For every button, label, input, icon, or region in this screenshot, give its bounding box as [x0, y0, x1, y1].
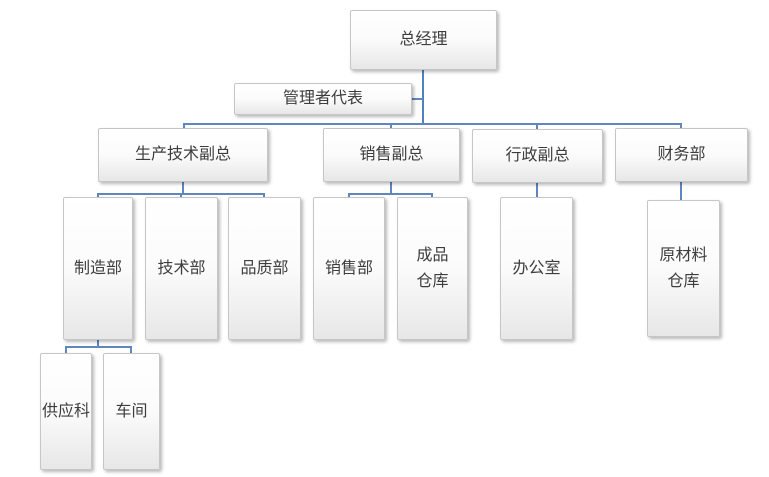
connector-drop-workshop: [130, 346, 132, 354]
node-finished-goods-warehouse: 成品 仓库: [397, 197, 468, 340]
node-admin-vp: 行政副总: [472, 129, 603, 183]
node-general-manager: 总经理: [350, 10, 497, 70]
connector-manufacturing-branch-horizontal: [65, 346, 132, 348]
connector-drop-technology-dept: [180, 193, 182, 198]
connector-sales-branch-horizontal: [348, 193, 433, 195]
connector-trunk-vertical: [422, 70, 424, 124]
connector-production-vp-stem: [182, 182, 184, 193]
node-production-technology-vp: 生产技术副总: [98, 128, 268, 182]
node-sales-department: 销售部: [313, 197, 385, 340]
node-workshop: 车间: [103, 353, 160, 470]
node-management-representative: 管理者代表: [234, 83, 412, 115]
connector-drop-manufacturing-dept: [97, 193, 99, 198]
node-quality-department: 品质部: [228, 197, 301, 340]
connector-level2-branch-horizontal: [183, 123, 682, 125]
node-finance-department: 财务部: [615, 128, 748, 182]
node-raw-material-warehouse: 原材料 仓库: [647, 200, 720, 337]
node-supply-section: 供应科: [40, 353, 92, 470]
node-sales-vp: 销售副总: [323, 128, 460, 182]
node-manufacturing-department: 制造部: [63, 197, 133, 340]
connector-finance-to-raw-material: [680, 182, 682, 201]
connector-drop-production-vp: [183, 123, 185, 129]
connector-admin-vp-to-office: [536, 183, 538, 198]
connector-drop-sales-vp: [390, 123, 392, 129]
connector-drop-finished-goods-warehouse: [431, 193, 433, 198]
connector-drop-finance-dept: [680, 123, 682, 129]
connector-sales-vp-stem: [390, 182, 392, 193]
node-technology-department: 技术部: [145, 197, 218, 340]
connector-manufacturing-stem: [97, 340, 99, 347]
connector-drop-quality-dept: [263, 193, 265, 198]
connector-drop-sales-dept: [348, 193, 350, 198]
connector-management-rep-horizontal: [412, 98, 423, 100]
connector-drop-supply-section: [65, 346, 67, 354]
node-office: 办公室: [500, 197, 573, 340]
connector-drop-admin-vp: [536, 123, 538, 130]
